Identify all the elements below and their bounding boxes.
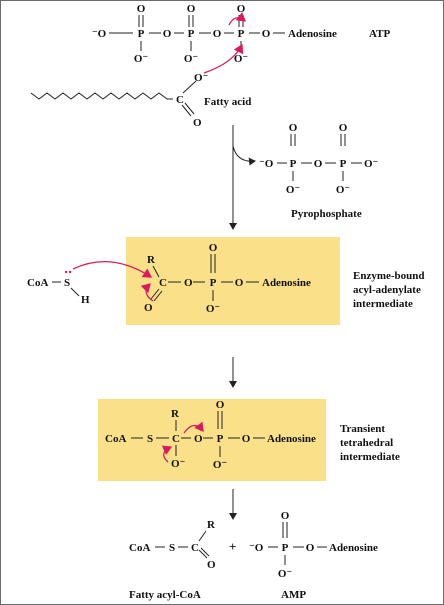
tetrahedral-label-3: intermediate [340, 451, 400, 463]
coash-s: S [64, 277, 70, 289]
tet-o-minus: O⁻ [171, 458, 186, 470]
tetrahedral-highlight-box [98, 399, 326, 481]
release-arrow-pyrophosphate [232, 145, 256, 166]
acyl-p: P [210, 277, 217, 289]
pyrophosphate-label: Pyrophosphate [291, 208, 362, 220]
curly-arrow-reform-carbonyl [161, 445, 173, 463]
ppi-o-minus-bottom-1: O⁻ [286, 184, 301, 196]
atp-o-bridge-3: O [262, 28, 271, 40]
amp-o-top: O [281, 510, 290, 522]
ppi-o-minus-bottom-2: O⁻ [336, 184, 351, 196]
ppi-p2: P [340, 158, 347, 170]
fatty-acid-label: Fatty acid [204, 96, 251, 108]
amp-p: P [282, 542, 289, 554]
acyl-adenylate-highlight-box [126, 237, 340, 325]
fatty-acid-c: C [176, 94, 184, 106]
fatty-acid-o-minus: O⁻ [194, 72, 209, 84]
ppi-o-minus-left: ⁻O [259, 158, 274, 170]
curly-arrow-thiol-attack [72, 260, 153, 278]
tetrahedral-label-1: Transient [340, 423, 385, 435]
prod-r: R [207, 519, 216, 531]
fatty-acid-chain [30, 92, 173, 100]
acyl-adenylate-label-3: intermediate [353, 298, 413, 310]
fatty-acid-molecule: C O⁻ O Fatty acid [30, 43, 251, 129]
curly-arrow-bond-break [228, 12, 247, 26]
amp-molecule: ⁻O O P O⁻ O Adenosine [249, 510, 378, 580]
amp-o-minus-bottom: O⁻ [278, 568, 293, 580]
ppi-o-minus-right: O⁻ [364, 158, 379, 170]
tet-p-o-minus: O⁻ [213, 459, 228, 471]
tet-p-o-top: O [216, 399, 225, 411]
amp-o-adenosine: O [306, 542, 315, 554]
acyl-r: R [147, 254, 156, 266]
ppi-o-top-1: O [289, 122, 298, 134]
curly-arrow-carbonyl [140, 283, 154, 302]
acyl-c: C [159, 277, 167, 289]
atp-label: ATP [369, 28, 390, 40]
plus-sign: + [229, 539, 236, 554]
acyl-o-double: O [144, 302, 153, 314]
coash-coa: CoA [27, 277, 48, 289]
amp-o-minus-left: ⁻O [249, 542, 264, 554]
fatty-acyl-coa-molecule: CoA S C R O [129, 519, 216, 571]
prod-c: C [191, 542, 199, 554]
acyl-adenylate-label-2: acyl-adenylate [353, 284, 421, 296]
tet-r: R [171, 408, 180, 420]
tetrahedral-label-2: tetrahedral [340, 437, 393, 449]
atp-o-minus-bottom-3: O⁻ [234, 53, 249, 65]
acyl-adenosine: Adenosine [262, 277, 311, 289]
amp-label: AMP [281, 589, 306, 601]
atp-o-minus-left: ⁻O [92, 28, 107, 40]
atp-p3: P [238, 28, 245, 40]
acyl-p-o-minus: O⁻ [206, 303, 221, 315]
tet-c: C [172, 433, 180, 445]
atp-o-top-3: O [237, 3, 246, 15]
amp-adenosine: Adenosine [329, 542, 378, 554]
atp-adenosine: Adenosine [288, 28, 337, 40]
atp-o-minus-bottom-1: O⁻ [134, 53, 149, 65]
acyl-o-bridge: O [184, 277, 193, 289]
acyl-o-adenosine: O [235, 277, 244, 289]
acyl-adenylate-label-1: Enzyme-bound [353, 270, 425, 282]
pyrophosphate-molecule: O ⁻O P O⁻ O O P O⁻ O⁻ Pyrophosphate [259, 122, 379, 220]
tet-o-adenosine: O [242, 433, 251, 445]
tet-o-bridge: O [194, 433, 203, 445]
acyl-p-o-top: O [209, 242, 218, 254]
atp-molecule: O ⁻O P O⁻ O O P O⁻ O O P O⁻ O Adenosine … [92, 3, 391, 65]
tet-p: P [217, 433, 224, 445]
fatty-acid-o-double: O [193, 117, 202, 129]
tet-s: S [147, 433, 153, 445]
tetrahedral-molecule: CoA S R C O O⁻ O P O⁻ O Adenosine [105, 399, 316, 471]
atp-o-top-2: O [187, 3, 196, 15]
coash-h: H [81, 294, 90, 306]
prod-o-double: O [207, 559, 216, 571]
atp-o-bridge-2: O [213, 28, 222, 40]
ppi-p1: P [290, 158, 297, 170]
fatty-acyl-coa-label: Fatty acyl-CoA [129, 589, 201, 601]
curly-arrow-attack-p [203, 43, 244, 74]
ppi-o-bridge: O [314, 158, 323, 170]
acyl-adenylate-molecule: CoA S H R C O O O P O⁻ O Adenosine [27, 242, 311, 315]
prod-coa: CoA [129, 542, 150, 554]
atp-p2: P [188, 28, 195, 40]
atp-o-minus-bottom-2: O⁻ [184, 53, 199, 65]
ppi-o-top-2: O [339, 122, 348, 134]
atp-o-top-1: O [137, 3, 146, 15]
atp-o-bridge-1: O [163, 28, 172, 40]
curly-arrow-leaving-group [183, 421, 204, 434]
atp-p1: P [138, 28, 145, 40]
tet-coa: CoA [105, 433, 126, 445]
prod-s: S [169, 542, 175, 554]
tet-adenosine: Adenosine [267, 433, 316, 445]
